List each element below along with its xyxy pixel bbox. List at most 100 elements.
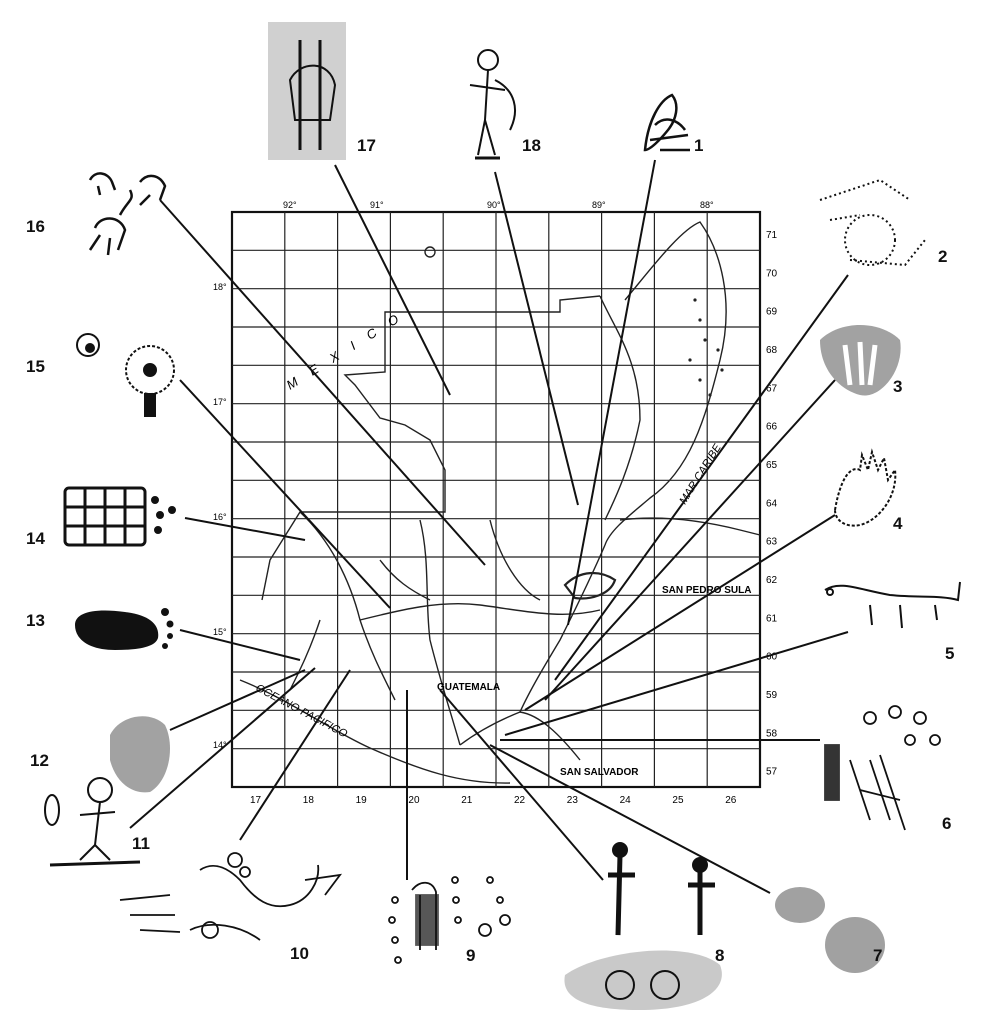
department-line-c: [419, 519, 461, 746]
leader-line-10: [239, 669, 351, 841]
lon-tick: 92°: [283, 200, 297, 210]
map-marker-circle: [424, 246, 436, 258]
pacific-coastline: [239, 679, 511, 784]
leader-line-17: [334, 164, 451, 396]
leader-line-1: [567, 159, 656, 626]
leader-line-13: [179, 629, 301, 661]
department-line-b: [359, 602, 601, 621]
label-oceano-pacifico: OCEANO PACIFICO: [254, 682, 350, 741]
grid-row-number: 62: [766, 575, 778, 586]
leader-lines: [129, 159, 849, 894]
site-number-3: 3: [893, 377, 903, 396]
department-line-f: [379, 559, 431, 601]
petroglyph-2-dotted-figures-icon: [819, 178, 926, 267]
grid-column-number: 24: [620, 795, 632, 806]
petroglyph-17-stela-icon: [268, 22, 346, 160]
grid-column-number: 22: [514, 795, 526, 806]
site-number-15: 15: [26, 357, 45, 376]
grid-column-number: 23: [567, 795, 579, 806]
lon-tick: 88°: [700, 200, 714, 210]
grid-bottom-numbers: 17 18 19 20 21 22 23 24 25 26: [250, 795, 737, 806]
grid-column-number: 20: [408, 795, 420, 806]
grid-column-number: 19: [356, 795, 368, 806]
site-number-1: 1: [694, 136, 704, 155]
leader-line-14: [184, 517, 306, 541]
caribbean-coastline: [604, 221, 727, 546]
map-grid: [232, 212, 760, 787]
cays-dots: [688, 298, 724, 397]
label-mar-caribe: MAR CARIBE: [677, 442, 724, 507]
grid-column-number: 18: [303, 795, 315, 806]
petroglyph-9-figure-chains-icon: [388, 876, 511, 964]
grid-column-number: 17: [250, 795, 262, 806]
petroglyph-1-glyph-icon: [643, 93, 690, 152]
grid-row-number: 57: [766, 767, 778, 778]
leader-line-4: [524, 514, 836, 711]
grid-row-number: 59: [766, 690, 778, 701]
site-number-8: 8: [715, 946, 725, 965]
grid-column-number: 26: [725, 795, 737, 806]
petroglyph-3-hand-icon: [820, 325, 901, 396]
grid-row-number: 67: [766, 383, 778, 394]
grid-column-number: 25: [672, 795, 684, 806]
grid-row-number: 63: [766, 537, 778, 548]
site-number-16: 16: [26, 217, 45, 236]
lake-izabal: [563, 572, 617, 600]
department-line-d: [489, 519, 541, 601]
label-san-salvador: SAN SALVADOR: [560, 767, 639, 778]
site-number-14: 14: [26, 529, 45, 548]
lat-tick: 14°: [213, 740, 227, 750]
site-number-10: 10: [290, 944, 309, 963]
belize-border: [599, 295, 641, 521]
lat-tick: 16°: [213, 512, 227, 522]
site-number-6: 6: [942, 814, 952, 833]
label-san-pedro-sula: SAN PEDRO SULA: [662, 585, 751, 596]
lat-tick: 17°: [213, 397, 227, 407]
grid-row-number: 65: [766, 460, 778, 471]
petroglyph-4-hand-outline-icon: [833, 448, 897, 527]
lon-tick: 91°: [370, 200, 384, 210]
grid-row-number: 71: [766, 230, 778, 241]
grid-row-number: 60: [766, 652, 778, 663]
grid-row-number: 70: [766, 268, 778, 279]
guatemala-honduras-border: [519, 544, 606, 713]
petroglyph-14-grid-icon: [63, 486, 176, 547]
grid-row-number: 66: [766, 422, 778, 433]
petroglyph-10-panel-icon: [119, 852, 343, 941]
grid-row-number: 61: [766, 613, 778, 624]
lat-tick: 15°: [213, 627, 227, 637]
el-salvador-border: [459, 711, 581, 761]
honduras-coast: [619, 517, 761, 536]
lat-tick: 18°: [213, 282, 227, 292]
leader-line-3: [544, 379, 836, 701]
grid-column-number: 21: [461, 795, 473, 806]
leader-line-2: [554, 274, 849, 681]
leader-line-16: [159, 199, 486, 566]
department-line-e: [289, 619, 321, 691]
site-number-9: 9: [466, 946, 476, 965]
longitude-tick-labels: 92° 91° 90° 89° 88°: [283, 200, 714, 210]
leader-line-18: [494, 171, 579, 506]
mexico-guatemala-border: [261, 295, 601, 601]
site-number-13: 13: [26, 611, 45, 630]
lon-tick: 90°: [487, 200, 501, 210]
petroglyph-5-animal-icon: [824, 581, 961, 629]
leader-line-7: [489, 744, 771, 894]
label-guatemala: GUATEMALA: [437, 682, 500, 693]
petroglyph-11-figure-icon: [44, 777, 141, 867]
petroglyph-6-scene-icon: [824, 705, 941, 831]
leader-line-5: [504, 631, 849, 736]
site-number-17: 17: [357, 136, 376, 155]
latitude-tick-labels: 18° 17° 16° 15° 14°: [213, 282, 227, 750]
site-number-11: 11: [132, 834, 150, 853]
site-number-2: 2: [938, 247, 948, 266]
petroglyph-12-blob-icon: [110, 716, 170, 793]
department-line-a: [299, 511, 396, 701]
site-number-12: 12: [30, 751, 49, 770]
petroglyph-13-footprint-icon: [75, 608, 174, 650]
petroglyph-15-sun-icon: [76, 333, 175, 417]
grid-row-number: 64: [766, 498, 778, 509]
